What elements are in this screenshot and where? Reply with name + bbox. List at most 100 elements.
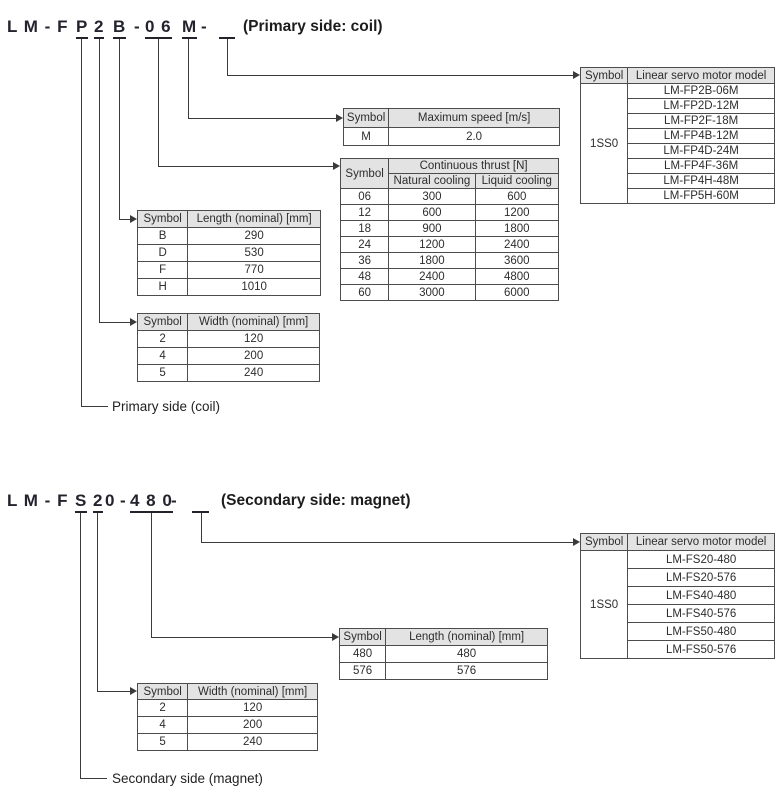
primary-speed-arrow-icon xyxy=(336,114,343,122)
table-row: LM-FS40-480 xyxy=(581,586,775,605)
table-cell: 770 xyxy=(187,261,321,279)
table-cell: M xyxy=(342,127,390,146)
table-cell: 48 xyxy=(339,268,390,285)
primary-code-dash1: - xyxy=(134,17,141,36)
model-cell: LM-FP4H-48M xyxy=(627,173,775,189)
table-cell: 5 xyxy=(136,733,189,751)
table-subheader-cell: Liquid cooling xyxy=(474,173,560,189)
secondary-code-zero: 0 xyxy=(105,491,116,510)
table-cell: 480 xyxy=(338,645,387,663)
table-cell: 4 xyxy=(136,347,189,365)
secondary-code-side-symbol: S xyxy=(75,491,88,513)
secondary-code-blank-segment xyxy=(192,492,209,513)
table-header-cell: Symbol xyxy=(579,67,629,84)
primary-width-arrow-icon xyxy=(130,318,137,326)
primary-side-connector-hline xyxy=(81,406,108,407)
table-cell: 1800 xyxy=(388,252,476,269)
primary-code-length-symbol: B xyxy=(113,17,127,39)
primary-side-connector-vline xyxy=(81,39,82,406)
secondary-length-connector-vline xyxy=(151,513,152,637)
table-cell: F xyxy=(136,261,189,279)
secondary-side-label: Secondary side (magnet) xyxy=(112,771,263,786)
model-cell: LM-FP5H-60M xyxy=(627,188,775,204)
table-cell: 60 xyxy=(339,284,390,301)
primary-thrust-arrow-icon xyxy=(333,162,340,170)
primary-caption: (Primary side: coil) xyxy=(243,18,383,35)
secondary-model-connector-vline xyxy=(201,513,202,542)
secondary-length-connector-hline xyxy=(151,637,332,638)
table-row: LM-FP4F-36M xyxy=(581,158,775,174)
model-cell: LM-FS20-576 xyxy=(627,568,775,587)
secondary-code-dash2: - xyxy=(171,491,178,510)
table-header-cell: Symbol xyxy=(136,683,189,700)
table-cell: 5 xyxy=(136,364,189,382)
table-cell: 600 xyxy=(388,204,476,221)
table-header-cell: Length (nominal) [mm] xyxy=(385,628,548,646)
symbol-cell: 1SS0 xyxy=(579,83,629,204)
table-header-cell: Symbol xyxy=(136,210,189,228)
primary-side-label: Primary side (coil) xyxy=(112,399,221,414)
table-cell: 530 xyxy=(187,244,321,262)
table-row: LM-FP2F-18M xyxy=(581,113,775,129)
primary-length-connector-hline xyxy=(119,219,130,220)
primary-code-blank-segment xyxy=(219,18,235,39)
table-header-cell: Symbol xyxy=(339,158,390,189)
table-cell: 18 xyxy=(339,220,390,237)
table-cell: H xyxy=(136,278,189,296)
secondary-side-connector-vline xyxy=(80,513,81,778)
primary-thrust-connector-hline xyxy=(158,166,333,167)
table-header-cell: Maximum speed [m/s] xyxy=(388,108,560,128)
table-cell: 240 xyxy=(187,733,318,751)
secondary-length-arrow-icon xyxy=(332,633,339,641)
primary-length-connector-vline xyxy=(119,39,120,219)
table-cell: 200 xyxy=(187,716,318,734)
table-cell: 576 xyxy=(338,662,387,680)
secondary-width-arrow-icon xyxy=(130,687,137,695)
primary-width-connector-hline xyxy=(99,322,130,323)
table-cell: 3600 xyxy=(474,252,560,269)
secondary-code-dash1: - xyxy=(120,491,127,510)
table-header-cell: Length (nominal) [mm] xyxy=(187,210,321,228)
model-cell: LM-FP2F-18M xyxy=(627,113,775,129)
model-cell: LM-FP4D-24M xyxy=(627,143,775,159)
table-header-cell: Symbol xyxy=(342,108,390,128)
table-row: LM-FP4B-12M xyxy=(581,128,775,144)
model-cell: LM-FP2B-06M xyxy=(627,83,775,99)
table-subheader-cell: Natural cooling xyxy=(388,173,476,189)
table-cell: 2400 xyxy=(474,236,560,253)
symbol-cell: 1SS0 xyxy=(579,550,629,659)
model-cell: LM-FS40-480 xyxy=(627,586,775,605)
secondary-model-connector-hline xyxy=(201,542,573,543)
table-cell: 4 xyxy=(136,716,189,734)
model-cell: LM-FS20-480 xyxy=(627,550,775,569)
table-cell: 06 xyxy=(339,188,390,205)
model-cell: LM-FS40-576 xyxy=(627,604,775,623)
table-cell: 200 xyxy=(187,347,320,365)
primary-code-thrust-symbol: 0 6 xyxy=(145,17,172,39)
table-row: LM-FS50-576 xyxy=(581,640,775,659)
